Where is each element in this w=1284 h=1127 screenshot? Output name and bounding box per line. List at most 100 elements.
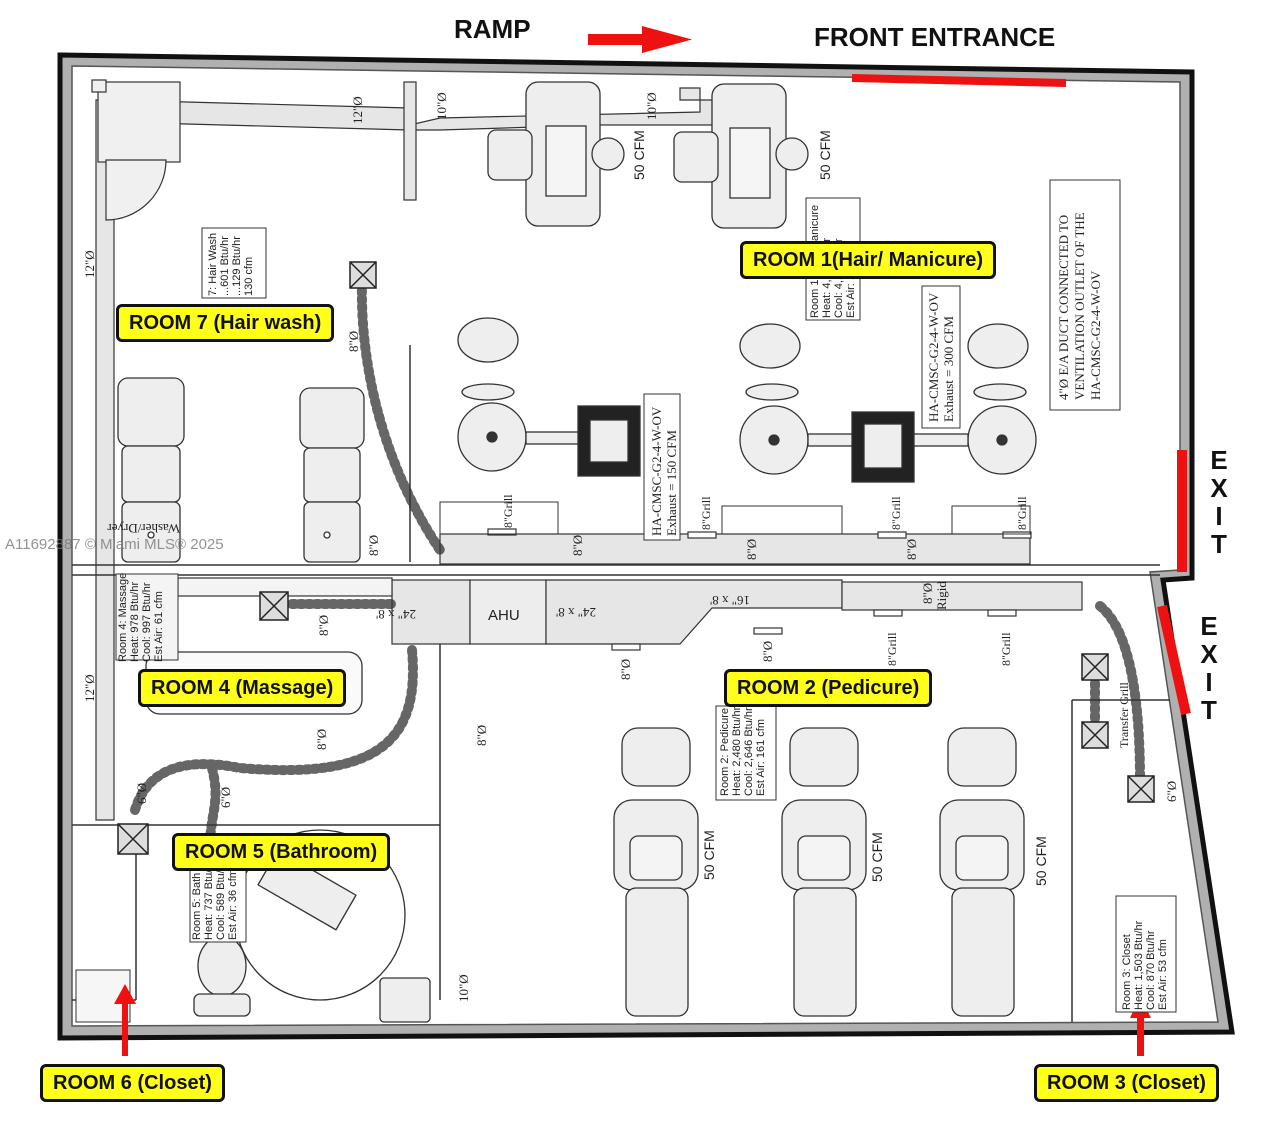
duct-dia-label: 6"Ø: [218, 787, 233, 808]
svg-text:Est Air: 53 cfm: Est Air: 53 cfm: [1157, 939, 1169, 1010]
duct-dia-label: 10"Ø: [434, 92, 449, 120]
grill-label: 8"Grill: [889, 496, 903, 530]
grills: [487, 528, 1032, 651]
load-box-room5: Room 5: Bath Heat: 737 Btu/hr Cool: 589 …: [189, 860, 247, 943]
duct-dia-label: 12"Ø: [82, 674, 97, 702]
exit-letter: I: [1215, 501, 1223, 531]
exit-letter: X: [1200, 639, 1218, 669]
duct-dia-label: 8"Ø: [366, 535, 381, 556]
svg-text:Cool: 870 Btu/hr: Cool: 870 Btu/hr: [1145, 930, 1157, 1010]
exit-letter: X: [1210, 473, 1228, 503]
supply-trunk: [177, 533, 1083, 645]
svg-text:Est Air: 61 cfm: Est Air: 61 cfm: [153, 591, 165, 662]
watermark: A11692887 © Miami MLS® 2025: [5, 536, 224, 553]
exit-letter: E: [1200, 611, 1218, 641]
pedicure-chairs: [613, 727, 1025, 1017]
duct-dia-label: 8"Ø: [744, 539, 759, 560]
exit-label-2: E X I T: [1196, 612, 1222, 724]
svg-text:Room 2: Pedicure: Room 2: Pedicure: [719, 708, 731, 796]
exit-door-2: [1157, 604, 1191, 716]
svg-text:Cool: 589 Btu/hr: Cool: 589 Btu/hr: [215, 860, 227, 940]
washer-dryer-label: Washer/Dryer: [107, 521, 180, 536]
duct-dia-label: 8"Ø: [570, 535, 585, 556]
rigid-label: Rigid: [934, 581, 949, 610]
diffusers: [117, 261, 1155, 855]
cfm-label: 50 CFM: [701, 830, 717, 880]
room-label-room4: ROOM 4 (Massage): [138, 669, 347, 707]
washer-dryer: [91, 79, 181, 221]
cfm-label: 50 CFM: [1033, 836, 1049, 886]
svg-text:...601 Btu/hr: ...601 Btu/hr: [219, 236, 231, 296]
grill-label: 8"Grill: [999, 632, 1013, 666]
svg-text:HA-CMSC-G2-4-W-OV: HA-CMSC-G2-4-W-OV: [926, 292, 941, 422]
exit-letter: T: [1201, 695, 1217, 725]
room-label-room5: ROOM 5 (Bathroom): [172, 833, 391, 871]
duct-dia-label: 8"Ø: [474, 725, 489, 746]
ramp-arrow-icon: [588, 26, 692, 53]
svg-text:HA-CMSC-G2-4-W-OV: HA-CMSC-G2-4-W-OV: [649, 406, 664, 536]
svg-text:Heat: 737 Btu/hr: Heat: 737 Btu/hr: [203, 860, 215, 940]
svg-text:130 cfm: 130 cfm: [243, 257, 255, 296]
duct-dia-label: 8"Ø: [314, 729, 329, 750]
grill-label: 8"Grill: [1015, 496, 1029, 530]
duct-dia-label: 8"Ø: [920, 583, 935, 604]
duct-dia-label: 10"Ø: [456, 974, 471, 1002]
cfm-label: 50 CFM: [869, 832, 885, 882]
manicure-stations: [487, 81, 809, 229]
duct-size-label: 24" x 8': [376, 607, 416, 622]
room-label-room2: ROOM 2 (Pedicure): [724, 669, 933, 707]
svg-text:4"Ø E/A DUCT CONNECTED TO: 4"Ø E/A DUCT CONNECTED TO: [1056, 215, 1071, 400]
load-box-room3: Room 3: Closet Heat: 1,503 Btu/hr Cool: …: [1115, 895, 1177, 1013]
svg-text:Est Air: 161 cfm: Est Air: 161 cfm: [755, 719, 767, 796]
interior-walls: [72, 564, 1170, 1022]
grill-label: 8"Grill: [885, 632, 899, 666]
hair-wash-chairs: [117, 377, 365, 563]
room-label-room1: ROOM 1(Hair/ Manicure): [740, 241, 997, 279]
svg-text:Room 3: Closet: Room 3: Closet: [1121, 934, 1133, 1010]
svg-text:7: Hair Wash: 7: Hair Wash: [207, 233, 219, 296]
room-label-room6: ROOM 6 (Closet): [40, 1064, 225, 1102]
cfm-label: 50 CFM: [631, 130, 647, 180]
svg-text:Room 4: Massage: Room 4: Massage: [117, 573, 129, 662]
svg-text:...129 Btu/hr: ...129 Btu/hr: [231, 236, 243, 296]
duct-dia-label: 8"Ø: [316, 615, 331, 636]
load-box-room7: 7: Hair Wash ...601 Btu/hr ...129 Btu/hr…: [201, 227, 267, 299]
duct-note: 4"Ø E/A DUCT CONNECTED TO VENTILATION OU…: [1049, 179, 1121, 411]
load-box-room2: Room 2: Pedicure Heat: 2,480 Btu/hr Cool…: [715, 705, 777, 801]
svg-text:HA-CMSC-G2-4-W-OV: HA-CMSC-G2-4-W-OV: [1088, 270, 1103, 400]
duct-dia-label: 8"Ø: [760, 641, 775, 662]
ahu-label: AHU: [488, 607, 520, 624]
duct-dia-label: 8"Ø: [904, 539, 919, 560]
duct-size-label: 24" x 8': [556, 605, 596, 620]
front-entrance-label: FRONT ENTRANCE: [814, 22, 1056, 52]
svg-text:Exhaust = 300 CFM: Exhaust = 300 CFM: [941, 316, 956, 422]
duct-dia-label: 12"Ø: [82, 250, 97, 278]
svg-text:Heat: 2,480 Btu/hr: Heat: 2,480 Btu/hr: [731, 706, 743, 796]
svg-text:Exhaust = 150 CFM: Exhaust = 150 CFM: [664, 430, 679, 536]
svg-text:Est Air: 36 cfm: Est Air: 36 cfm: [227, 869, 239, 940]
duct-dia-label: 10"Ø: [644, 92, 659, 120]
hair-stations: [457, 317, 1037, 483]
room-label-room3: ROOM 3 (Closet): [1034, 1064, 1219, 1102]
svg-text:Est Air: ...: Est Air: ...: [845, 271, 857, 318]
exhaust-note-150: HA-CMSC-G2-4-W-OV Exhaust = 150 CFM: [643, 393, 681, 541]
svg-text:Cool: 2,646 Btu/hr: Cool: 2,646 Btu/hr: [743, 707, 755, 796]
grill-label: 8"Grill: [501, 494, 515, 528]
exit-label-1: E X I T: [1206, 446, 1232, 558]
svg-text:Heat: 1,503 Btu/hr: Heat: 1,503 Btu/hr: [1133, 920, 1145, 1010]
flex-ducts: [130, 277, 1145, 845]
cfm-label: 50 CFM: [817, 130, 833, 180]
duct-dia-label: 12"Ø: [350, 96, 365, 124]
front-entrance-door: [851, 74, 1067, 87]
svg-text:Heat: 978 Btu/hr: Heat: 978 Btu/hr: [129, 582, 141, 662]
exit-letter: T: [1211, 529, 1227, 559]
duct-size-label: 16" x 8': [710, 593, 750, 608]
exit-letter: E: [1210, 445, 1228, 475]
grill-label: 8"Grill: [699, 496, 713, 530]
ramp-label: RAMP: [454, 14, 531, 44]
duct-dia-label: 6"Ø: [134, 783, 149, 804]
svg-text:Room 5: Bath: Room 5: Bath: [191, 873, 203, 940]
room-label-room7: ROOM 7 (Hair wash): [116, 304, 335, 342]
exhaust-note-300: HA-CMSC-G2-4-W-OV Exhaust = 300 CFM: [921, 285, 961, 429]
